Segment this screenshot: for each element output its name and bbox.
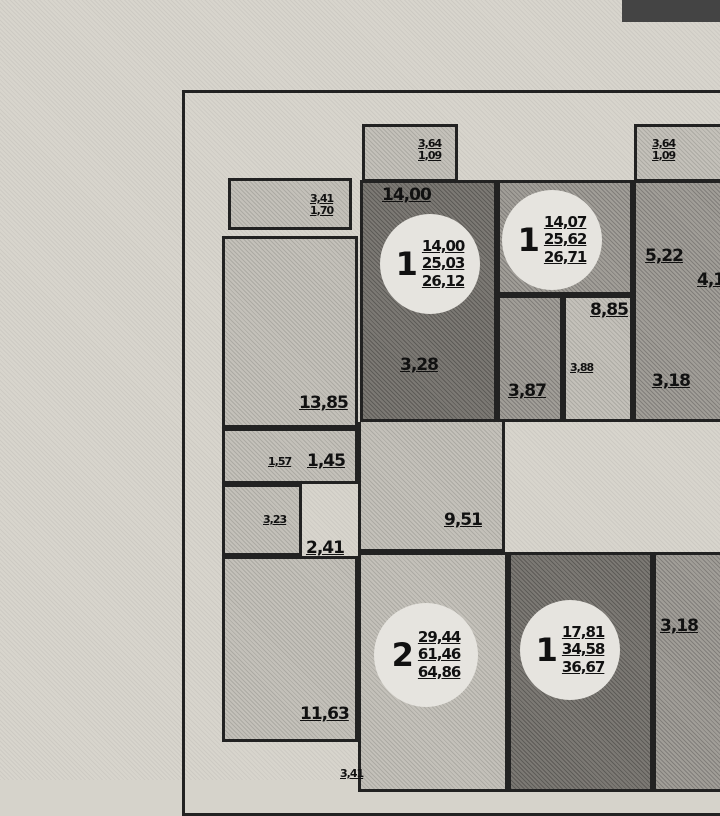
balcony-left [228, 178, 352, 230]
area-bedroom: 11,63 [300, 704, 350, 724]
area-studio1-hall: 3,87 [508, 381, 547, 401]
area-bottom-balcony: 3,41 [340, 767, 364, 780]
studio2-hall [497, 295, 563, 422]
area-right-partial: 4,1 [697, 270, 720, 290]
area-kitchen: 13,85 [299, 393, 349, 413]
area-right-hall: 5,22 [645, 246, 684, 266]
area-hall2: 2,41 [306, 538, 345, 558]
area-bath: 3,23 [263, 513, 287, 526]
wc-room [222, 428, 358, 484]
studio2-bath [563, 295, 633, 422]
balcony-top-right [634, 124, 720, 182]
area-hall-small: 1,45 [307, 451, 346, 471]
corridor [358, 422, 505, 552]
area-corridor: 9,51 [444, 510, 483, 530]
right-lower-room [653, 552, 720, 792]
area-studio1-main: 14,00 [382, 185, 432, 205]
area-studio2-kitchen: 8,85 [590, 300, 629, 320]
bedroom [222, 556, 358, 742]
area-studio1-kitchen: 3,28 [400, 355, 439, 375]
area-right-lower: 3,18 [660, 616, 699, 636]
area-studio2-bath: 3,88 [570, 361, 594, 374]
area-wc: 1,57 [268, 455, 292, 468]
right-apartment [633, 180, 720, 422]
area-right-bath: 3,18 [652, 371, 691, 391]
bath-room [222, 484, 302, 556]
balcony-top [362, 124, 458, 182]
dark-corner-shape [622, 0, 720, 22]
kitchen-room [222, 236, 358, 428]
